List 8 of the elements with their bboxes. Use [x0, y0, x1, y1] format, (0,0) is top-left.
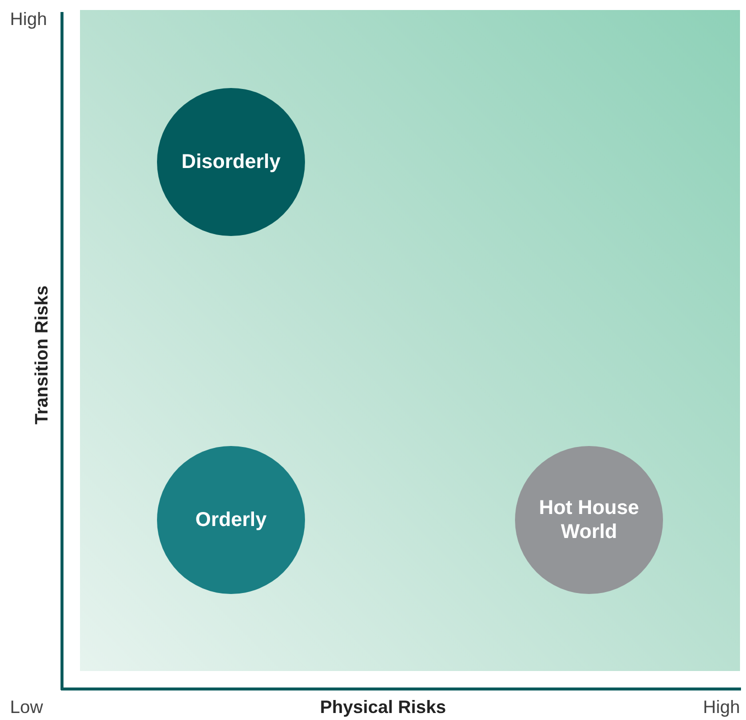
axis-end-label: Low [10, 696, 44, 718]
scenario-label: Disorderly [180, 150, 282, 174]
axis-end-label: High [702, 696, 740, 718]
scenario-label: Orderly [194, 508, 268, 532]
axis-title: Transition Risks [30, 285, 52, 425]
axis-end-label: High [10, 8, 48, 31]
scenario-label: Hot House World [538, 496, 640, 544]
axis-title: Physical Risks [320, 696, 446, 718]
